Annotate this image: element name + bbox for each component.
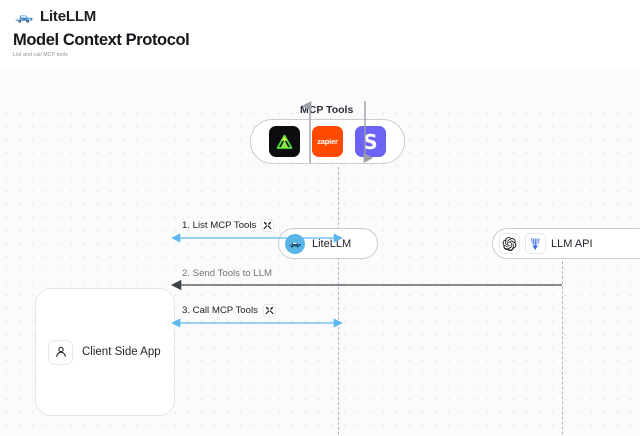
- tool-tile-slack[interactable]: S: [355, 126, 386, 157]
- anthropic-claude-icon: [525, 233, 546, 254]
- tool-tile-linear[interactable]: [269, 126, 300, 157]
- message-2-send-tools-to-llm[interactable]: 2. Send Tools to LLM: [170, 266, 564, 291]
- user-person-icon: [48, 339, 73, 365]
- mcp-tools-group-label: MCP Tools: [300, 104, 354, 116]
- litellm-truck-icon: [14, 9, 34, 25]
- green-triangle-icon: [276, 134, 293, 150]
- openai-logo-icon: [499, 233, 520, 254]
- brand: LiteLLM: [14, 8, 96, 25]
- zapier-wordmark-icon: zapier: [317, 137, 338, 146]
- message-3-call-mcp-tools[interactable]: 3. Call MCP Tools: [171, 304, 343, 328]
- brand-name: LiteLLM: [40, 8, 97, 25]
- node-client-side-app[interactable]: Client Side App: [35, 288, 175, 416]
- message-2-label: 2. Send Tools to LLM: [182, 268, 272, 279]
- tools-wrench-icon: [261, 219, 275, 232]
- tool-tile-zapier[interactable]: zapier: [312, 126, 343, 157]
- node-client-side-app-label: Client Side App: [82, 346, 161, 358]
- tools-wrench-icon: [262, 304, 276, 317]
- lifeline-litellm: [338, 167, 339, 436]
- message-1-label: 1. List MCP Tools: [182, 219, 275, 232]
- letter-s-icon: S: [363, 129, 378, 154]
- message-1-list-mcp-tools[interactable]: 1. List MCP Tools: [171, 219, 343, 243]
- node-llm-api-label: LLM API: [551, 237, 593, 250]
- node-llm-api[interactable]: LLM API: [492, 228, 640, 259]
- diagram-canvas[interactable]: MCP Tools zapier S: [0, 68, 640, 436]
- message-3-label: 3. Call MCP Tools: [182, 304, 276, 317]
- page-title: Model Context Protocol: [13, 31, 190, 49]
- message-2-text: 2. Send Tools to LLM: [182, 268, 272, 279]
- message-1-text: 1. List MCP Tools: [182, 220, 257, 231]
- arrow-tools-to-litellm-up: [300, 99, 320, 165]
- page-subtitle: List and call MCP tools: [13, 52, 68, 58]
- message-3-text: 3. Call MCP Tools: [182, 305, 258, 316]
- mcp-tools-group[interactable]: zapier S: [250, 119, 405, 164]
- lifeline-llm-api: [562, 251, 563, 436]
- arrow-litellm-to-tools-down: [355, 99, 375, 165]
